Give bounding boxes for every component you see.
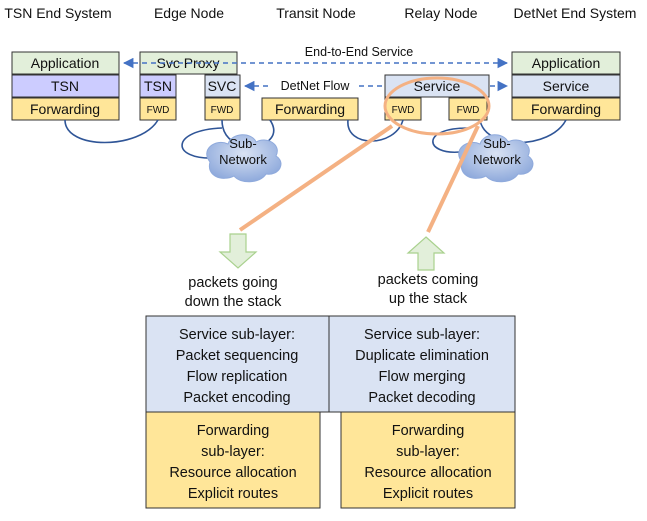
relay-fwd-right — [448, 97, 488, 121]
right-forwarding-line: sub-layer: — [396, 444, 460, 460]
transit-forwarding-label: Forwarding — [275, 101, 345, 117]
callout-line-right — [426, 125, 480, 233]
caption-down-line1: packets going — [188, 275, 277, 291]
right-service-line: Duplicate elimination — [355, 348, 489, 364]
header-detnet-end-system: DetNet End System — [514, 5, 637, 21]
relay-fwd-right-label: FWD — [457, 105, 480, 116]
edge-svc-label: SVC — [208, 78, 237, 94]
header-relay-node: Relay Node — [404, 5, 477, 21]
detnet-flow-label: DetNet Flow — [281, 79, 351, 93]
left-service-line: Packet sequencing — [176, 348, 299, 364]
tsn-forwarding-label: Forwarding — [30, 101, 100, 117]
left-forwarding-line: Forwarding — [197, 423, 270, 439]
detnet-end-system-stack: Application Service Forwarding — [511, 51, 621, 121]
transit-forwarding-layer — [261, 97, 359, 121]
transit-node-stack: Forwarding — [261, 97, 359, 121]
tsn-tsn-label: TSN — [51, 78, 79, 94]
relay-node-stack: Service FWD FWD — [384, 74, 490, 121]
detnet-forwarding-label: Forwarding — [531, 101, 601, 117]
subnet-right-line2: Network — [473, 152, 521, 167]
left-service-line: Packet encoding — [183, 390, 290, 406]
tsn-app-label: Application — [31, 55, 100, 71]
left-forwarding-line: sub-layer: — [201, 444, 265, 460]
detnet-service-layer — [511, 74, 621, 98]
left-service-line: Flow replication — [187, 369, 288, 385]
arrow-up-icon — [406, 236, 446, 271]
header-edge-node: Edge Node — [154, 5, 224, 21]
left-stack-detail: Service sub-layer: Packet sequencing Flo… — [145, 315, 330, 509]
cloud-icon — [206, 134, 282, 183]
cloud-icon — [458, 134, 534, 183]
relay-service-label: Service — [414, 78, 461, 94]
end-to-end-label: End-to-End Service — [305, 45, 413, 59]
tsn-app-layer — [11, 51, 120, 75]
detnet-app-label: Application — [532, 55, 601, 71]
relay-highlight-ellipse — [383, 76, 491, 136]
caption-up-line2: up the stack — [389, 291, 468, 307]
left-forwarding-line: Resource allocation — [169, 465, 296, 481]
left-forwarding-box — [145, 411, 321, 509]
header-tsn-end-system: TSN End System — [4, 5, 111, 21]
right-service-box — [328, 315, 516, 413]
caption-up-line1: packets coming — [378, 272, 479, 288]
tsn-end-system-stack: Application TSN Forwarding — [11, 51, 120, 121]
right-stack-detail: Service sub-layer: Duplicate elimination… — [328, 315, 516, 509]
detnet-app-layer — [511, 51, 621, 75]
right-service-line: Flow merging — [378, 369, 465, 385]
edge-tsn — [139, 74, 177, 98]
tsn-tsn-layer — [11, 74, 120, 98]
edge-svc — [204, 74, 241, 98]
edge-node-stack: Svc Proxy TSN SVC FWD FWD — [139, 51, 241, 121]
detnet-service-label: Service — [543, 78, 590, 94]
subnet-left-line2: Network — [219, 152, 267, 167]
right-service-line: Service sub-layer: — [364, 327, 480, 343]
edge-tsn-label: TSN — [144, 78, 172, 94]
header-transit-node: Transit Node — [276, 5, 356, 21]
subnetwork-left: Sub- Network — [206, 134, 282, 183]
edge-fwd-left-label: FWD — [147, 105, 170, 116]
relay-fwd-left-label: FWD — [392, 105, 415, 116]
left-forwarding-line: Explicit routes — [188, 486, 278, 502]
subnetwork-right: Sub- Network — [458, 134, 534, 183]
edge-fwd-right-label: FWD — [211, 105, 234, 116]
caption-down-line2: down the stack — [185, 294, 282, 310]
right-forwarding-box — [340, 411, 516, 509]
subnet-left-line1: Sub- — [229, 136, 256, 151]
arrow-down-icon — [218, 233, 258, 269]
callout-line-left — [238, 124, 394, 232]
right-forwarding-line: Explicit routes — [383, 486, 473, 502]
right-service-line: Packet decoding — [368, 390, 475, 406]
right-forwarding-line: Forwarding — [392, 423, 465, 439]
right-forwarding-line: Resource allocation — [364, 465, 491, 481]
left-service-line: Service sub-layer: — [179, 327, 295, 343]
subnet-right-line1: Sub- — [483, 136, 510, 151]
